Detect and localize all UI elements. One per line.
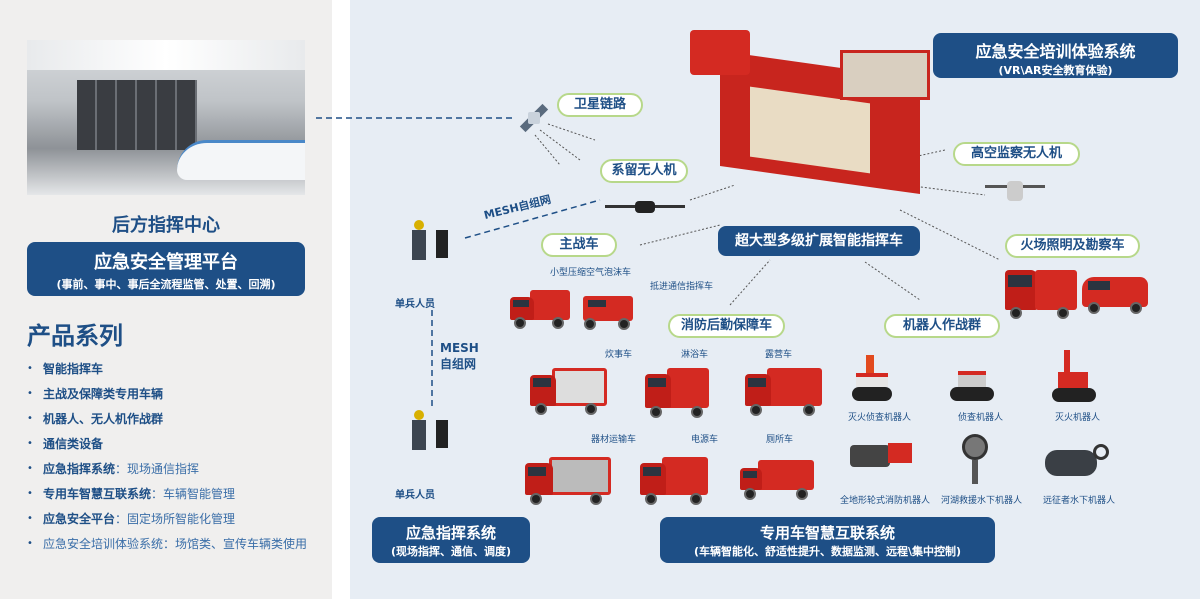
tethered-drone-label: 系留无人机 (600, 159, 688, 183)
robot-label: 远征者水下机器人 (1043, 496, 1116, 506)
training-system-box: 应急安全培训体验系统 (VR\AR安全教育体验) (933, 33, 1178, 78)
list-item: •专用车智慧互联系统：车辆智能管理 (27, 487, 236, 501)
smart-system-subtitle: (车辆智能化、舒适性提升、数据监测、远程\集中控制) (693, 545, 962, 558)
smart-system-box: 专用车智慧互联系统 (车辆智能化、舒适性提升、数据监测、远程\集中控制) (660, 517, 995, 563)
drone-icon (605, 195, 685, 225)
foam-truck-image (510, 285, 570, 330)
logistics-label: 消防后勤保障车 (668, 314, 785, 338)
power-vehicle-label: 电源车 (691, 435, 719, 445)
robot-label: 侦查机器人 (958, 413, 1004, 423)
platform-subtitle: (事前、事中、事后全流程监管、处置、回溯) (56, 278, 276, 291)
list-item: •应急安全平台：固定场所智能化管理 (27, 512, 236, 526)
robot-image (958, 430, 992, 488)
camp-truck-image (745, 366, 823, 416)
mesh-line: 自组网 (440, 357, 477, 371)
comm-vehicle-label: 抵进通信指挥车 (650, 282, 714, 292)
main-vehicle-label: 主战车 (541, 233, 617, 257)
power-truck-image (640, 455, 710, 505)
list-item: •智能指挥车 (27, 362, 104, 376)
toilet-vehicle-label: 厕所车 (766, 435, 794, 445)
survey-van-image (1082, 272, 1150, 317)
training-title: 应急安全培训体验系统 (975, 42, 1136, 61)
list-item: •应急安全培训体验系统：场馆类、宣传车辆类使用 (27, 537, 308, 551)
soldier-label: 单兵人员 (395, 299, 435, 310)
rear-command-title: 后方指挥中心 (112, 215, 220, 236)
platform-title: 应急安全管理平台 (94, 252, 238, 273)
camp-vehicle-label: 露营车 (765, 350, 793, 360)
toilet-truck-image (740, 460, 815, 500)
platform-box: 应急安全管理平台 (事前、事中、事后全流程监管、处置、回溯) (27, 242, 305, 296)
command-system-title: 应急指挥系统 (405, 524, 496, 542)
robot-label: 灭火侦查机器人 (848, 413, 912, 423)
high-drone-label: 高空监察无人机 (953, 142, 1080, 166)
product-list: •智能指挥车 •主战及保障类专用车辆 •机器人、无人机作战群 •通信类设备 •应… (27, 360, 327, 560)
command-center-photo (27, 40, 305, 195)
robot-label: 河湖救援水下机器人 (941, 496, 1023, 506)
command-system-box: 应急指挥系统 (现场指挥、通信、调度) (372, 517, 530, 563)
equipment-vehicle-label: 器材运输车 (591, 435, 637, 445)
drone-icon (985, 175, 1045, 215)
satellite-link-label: 卫星链路 (557, 93, 643, 117)
series-title: 产品系列 (27, 322, 123, 350)
list-item: •主战及保障类专用车辆 (27, 387, 164, 401)
lighting-truck-image (1005, 265, 1077, 320)
robot-image (1045, 440, 1110, 485)
robot-label: 全地形轮式消防机器人 (840, 496, 931, 506)
soldier-icon (408, 220, 448, 280)
training-subtitle: (VR\AR安全教育体验) (998, 64, 1113, 77)
divider (332, 0, 350, 599)
robot-image (1052, 350, 1096, 404)
robot-label: 灭火机器人 (1055, 413, 1101, 423)
satellite-icon (514, 98, 554, 138)
shower-truck-image (645, 368, 710, 418)
soldier-icon (408, 410, 448, 470)
robot-image (852, 355, 892, 403)
kitchen-truck-image (530, 365, 610, 415)
lighting-vehicle-label: 火场照明及勘察车 (1005, 234, 1140, 258)
soldier-label: 单兵人员 (395, 490, 435, 501)
command-vehicle-image (690, 25, 940, 220)
robots-label: 机器人作战群 (884, 314, 1000, 338)
kitchen-vehicle-label: 炊事车 (605, 350, 633, 360)
equipment-truck-image (525, 455, 613, 505)
list-item: •应急指挥系统：现场通信指挥 (27, 462, 200, 476)
robot-image (950, 355, 994, 403)
robot-image (850, 435, 912, 487)
shower-vehicle-label: 淋浴车 (681, 350, 709, 360)
mesh-label-2: MESH 自组网 (440, 340, 479, 372)
list-item: •机器人、无人机作战群 (27, 412, 164, 426)
mesh-line: MESH (440, 341, 479, 355)
foam-vehicle-label: 小型压缩空气泡沫车 (550, 268, 632, 278)
list-item: •通信类设备 (27, 437, 104, 451)
command-system-subtitle: (现场指挥、通信、调度) (390, 545, 512, 558)
command-vehicle-label: 超大型多级扩展智能指挥车 (718, 226, 920, 256)
comm-truck-image (578, 288, 638, 333)
smart-system-title: 专用车智慧互联系统 (759, 524, 895, 542)
